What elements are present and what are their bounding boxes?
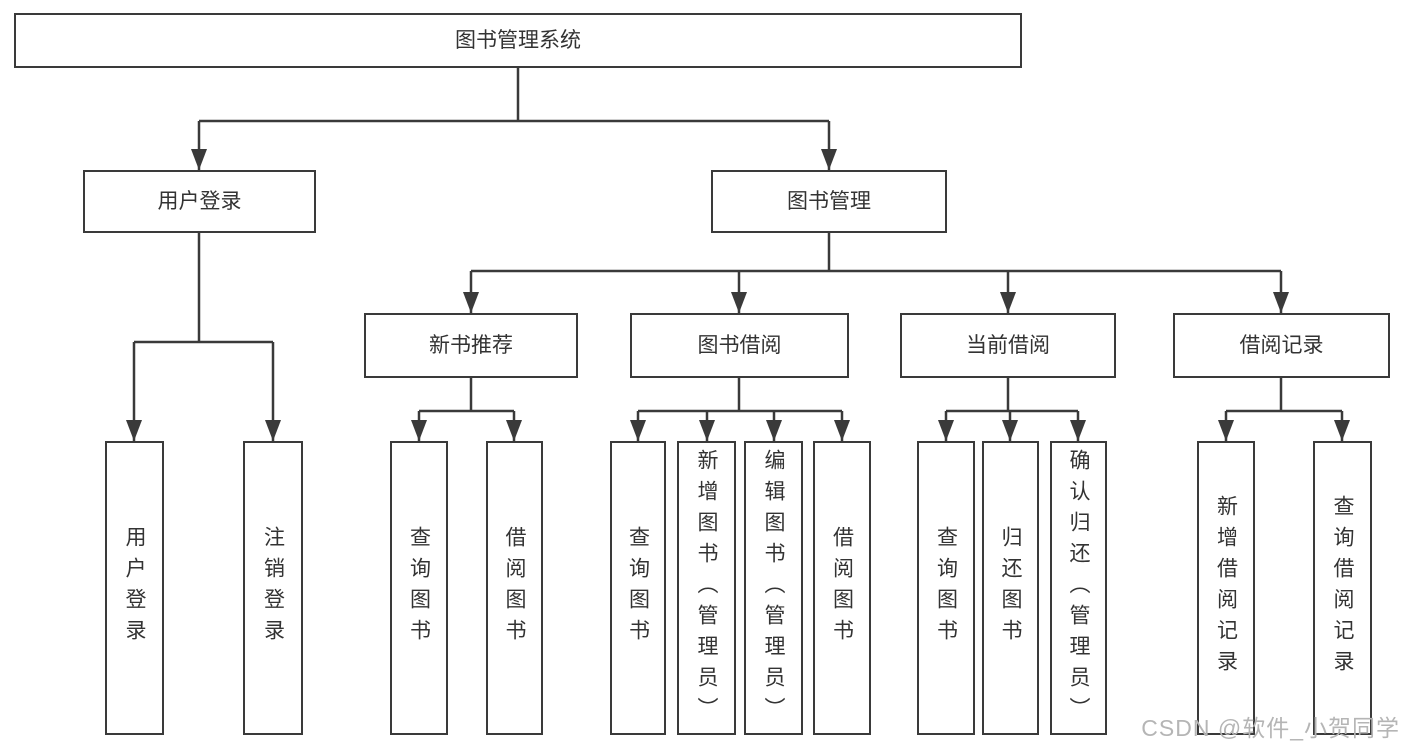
leaf-logout-label: 注销登录 (261, 526, 285, 650)
leaf-query-book-borrowing-label: 查询图书 (626, 526, 650, 650)
node-borrowing-records: 借阅记录 (1173, 313, 1390, 378)
arrow-down-icon (191, 149, 207, 170)
leaf-query-borrow-record: 查询借阅记录 (1313, 441, 1372, 735)
edge-borrowing-to-leaves (636, 378, 844, 441)
leaf-user-login-label: 用户登录 (123, 526, 146, 650)
edge-records-to-leaves (1224, 378, 1344, 441)
arrow-down-icon (938, 420, 954, 441)
leaf-add-borrow-record-label: 新增借阅记录 (1214, 495, 1238, 681)
leaf-return-book: 归还图书 (982, 441, 1039, 735)
node-book-management: 图书管理 (711, 170, 947, 233)
arrow-down-icon (411, 420, 427, 441)
arrow-down-icon (731, 292, 747, 313)
watermark: CSDN @软件_小贺同学 (1141, 715, 1400, 741)
node-user-login: 用户登录 (83, 170, 316, 233)
node-current-borrowing: 当前借阅 (900, 313, 1116, 378)
edge-userlogin-to-leaves (132, 233, 275, 441)
arrow-down-icon (1070, 420, 1086, 441)
node-current-borrowing-label: 当前借阅 (966, 334, 1050, 357)
arrow-down-icon (821, 149, 837, 170)
connector-lines (132, 68, 1344, 441)
arrow-down-icon (630, 420, 646, 441)
node-new-book-recommend-label: 新书推荐 (429, 334, 513, 357)
arrow-down-icon (463, 292, 479, 313)
node-root: 图书管理系统 (14, 13, 1022, 68)
node-book-management-label: 图书管理 (787, 190, 871, 213)
leaf-edit-book-admin: 编辑图书（管理员） (744, 441, 803, 735)
leaf-query-book-current: 查询图书 (917, 441, 975, 735)
node-user-login-label: 用户登录 (157, 190, 242, 213)
leaf-user-login: 用户登录 (105, 441, 164, 735)
leaf-query-borrow-record-label: 查询借阅记录 (1331, 495, 1354, 681)
arrow-down-icon (1000, 292, 1016, 313)
leaf-query-book-recommend: 查询图书 (390, 441, 448, 735)
edge-bookmgmt-to-level3 (469, 233, 1283, 313)
arrow-down-icon (699, 420, 715, 441)
arrow-down-icon (834, 420, 850, 441)
node-book-borrowing: 图书借阅 (630, 313, 849, 378)
leaf-borrow-book-recommend-label: 借阅图书 (503, 526, 526, 650)
leaf-borrow-book-recommend: 借阅图书 (486, 441, 543, 735)
arrowheads (126, 149, 1350, 441)
node-root-label: 图书管理系统 (455, 29, 581, 52)
node-book-borrowing-label: 图书借阅 (697, 334, 782, 357)
arrow-down-icon (1273, 292, 1289, 313)
edge-newbook-to-leaves (417, 378, 516, 441)
leaf-confirm-return-admin: 确认归还（管理员） (1050, 441, 1107, 735)
arrow-down-icon (506, 420, 522, 441)
leaf-query-book-recommend-label: 查询图书 (407, 526, 431, 650)
arrow-down-icon (1002, 420, 1018, 441)
leaf-edit-book-admin-label: 编辑图书（管理员） (762, 448, 785, 728)
edge-root-to-level2 (197, 68, 831, 170)
leaf-query-book-borrowing: 查询图书 (610, 441, 666, 735)
leaf-borrow-book: 借阅图书 (813, 441, 871, 735)
leaf-query-book-current-label: 查询图书 (934, 526, 958, 650)
node-new-book-recommend: 新书推荐 (364, 313, 578, 378)
leaf-add-book-admin: 新增图书（管理员） (677, 441, 736, 735)
leaf-return-book-label: 归还图书 (999, 526, 1022, 650)
leaf-confirm-return-admin-label: 确认归还（管理员） (1067, 448, 1090, 728)
arrow-down-icon (265, 420, 281, 441)
arrow-down-icon (766, 420, 782, 441)
leaf-borrow-book-label: 借阅图书 (830, 526, 854, 650)
leaf-add-borrow-record: 新增借阅记录 (1197, 441, 1255, 735)
arrow-down-icon (1218, 420, 1234, 441)
arrow-down-icon (126, 420, 142, 441)
leaf-add-book-admin-label: 新增图书（管理员） (695, 448, 718, 728)
leaf-logout: 注销登录 (243, 441, 303, 735)
arrow-down-icon (1334, 420, 1350, 441)
node-borrowing-records-label: 借阅记录 (1239, 334, 1324, 357)
